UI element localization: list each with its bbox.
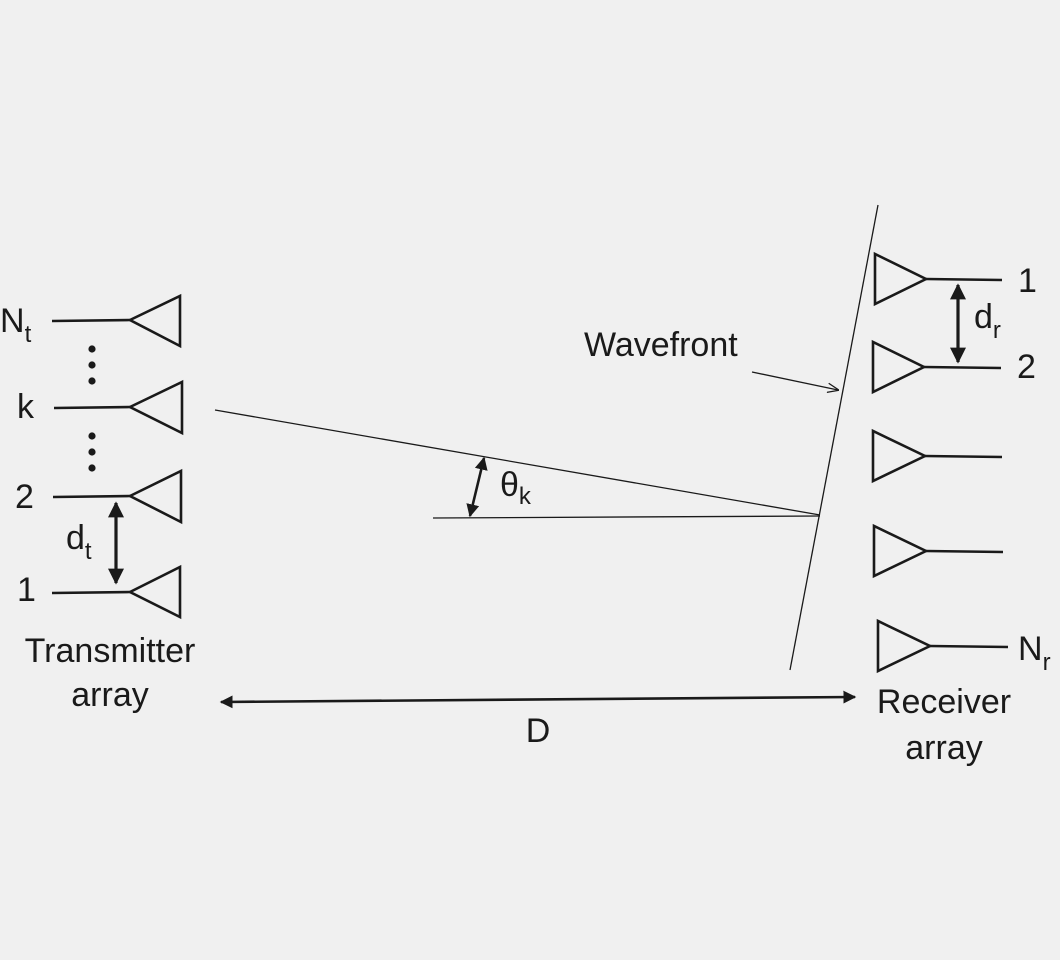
angle-arrow	[466, 456, 488, 518]
tx-array-caption-line2: array	[71, 676, 148, 714]
tx-antenna-k	[53, 379, 184, 436]
rx-antenna-1	[873, 251, 1003, 307]
reference-line	[432, 515, 821, 519]
rx-antenna-2	[871, 339, 1002, 395]
rx-label-1: 1	[1018, 262, 1037, 300]
rx-label-nr: Nr	[1018, 630, 1051, 676]
ray-geometry: θk	[214, 409, 821, 519]
rx-antenna-nr	[876, 618, 1009, 674]
rx-array-caption-line2: array	[905, 729, 982, 767]
rx-antenna-3	[871, 428, 1003, 484]
wavefront: Wavefront	[584, 204, 879, 671]
tx-array-caption-line1: Transmitter	[25, 632, 196, 670]
tx-ellipsis-lower	[88, 432, 96, 472]
rx-label-2: 2	[1017, 348, 1036, 386]
wavefront-pointer	[751, 371, 838, 390]
transmitter-array: Nt k 2 1 dt Transmitter array	[0, 293, 196, 714]
tx-label-1: 1	[17, 571, 36, 609]
rx-array-caption-line1: Receiver	[877, 683, 1011, 721]
ray-line	[214, 409, 821, 516]
tx-spacing-label: dt	[66, 519, 92, 565]
tx-antenna-nt	[51, 293, 182, 349]
tx-ellipsis-upper	[88, 345, 96, 385]
tx-label-nt: Nt	[0, 302, 32, 348]
distance-label: D	[526, 712, 551, 750]
tx-antenna-1	[51, 564, 182, 620]
tx-label-k: k	[17, 388, 35, 426]
wavefront-label: Wavefront	[584, 326, 738, 364]
distance-arrow	[219, 690, 857, 709]
tx-antenna-2	[52, 468, 183, 525]
rx-spacing-label: dr	[974, 298, 1001, 344]
wavefront-line	[789, 204, 879, 671]
receiver-array: 1 2 Nr dr Receiver array	[871, 251, 1051, 767]
rx-antenna-4	[872, 523, 1004, 579]
tx-label-2: 2	[15, 478, 34, 516]
angle-label: θk	[500, 466, 532, 510]
distance-indicator: D	[219, 690, 857, 750]
